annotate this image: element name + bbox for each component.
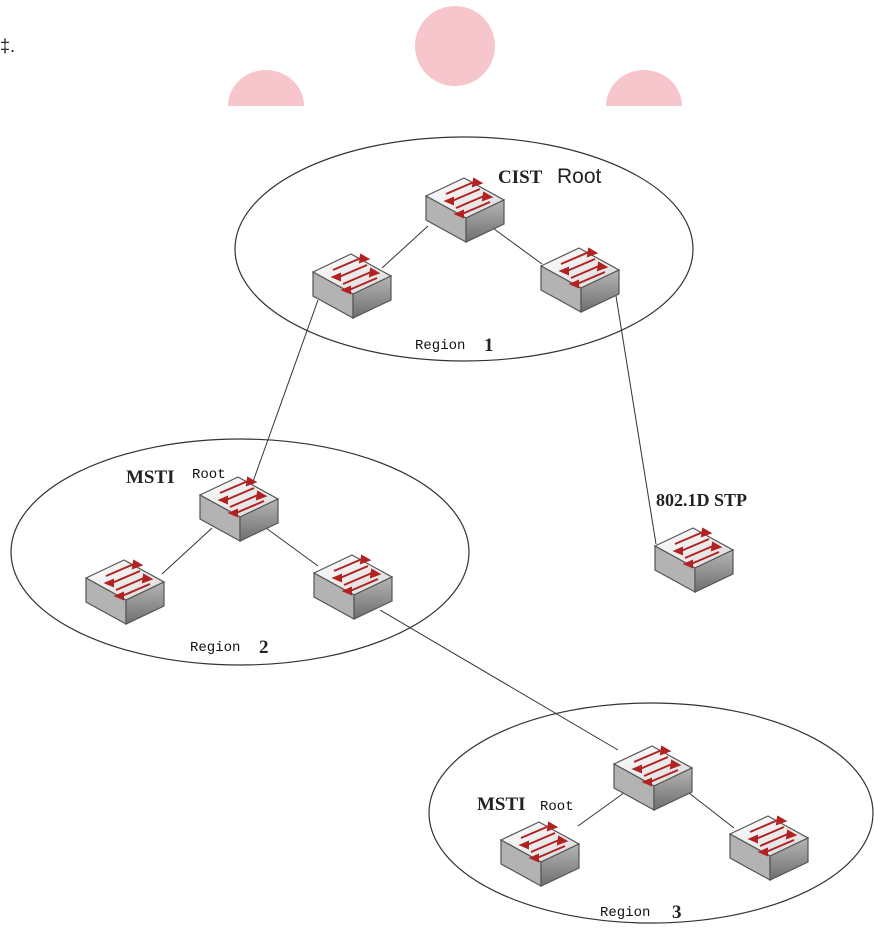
region-2-number: 2 [259,637,269,658]
region-1-boundary [234,136,694,362]
msti-root-label-region-2: Root [192,467,226,483]
link-r1-r2 [249,299,319,491]
network-switch-icon[interactable] [500,821,580,887]
cist-root-label: Root [557,165,602,188]
stp-label: 802.1D STP [656,490,747,510]
cist-label: CIST [498,167,543,188]
msti-label-region-3: MSTI [477,794,526,815]
network-switch-icon[interactable] [313,554,393,620]
link-r2-root-right [265,527,319,567]
link-r1-root-right [489,225,543,265]
watermark-half-right [606,70,682,106]
network-switch-icon[interactable] [729,815,809,881]
watermark-circle [415,6,495,86]
region-3-boundary [428,702,874,924]
link-r2-r3 [379,609,619,751]
region-2-label: Region [190,640,240,656]
network-switch-icon[interactable] [312,253,392,319]
network-switch-icon[interactable] [613,745,693,811]
network-switch-icon[interactable] [425,177,505,243]
link-r3-root-left [577,789,629,827]
network-switch-icon[interactable] [85,559,165,625]
region-3-label: Region [600,905,650,921]
network-switch-icon[interactable] [654,527,734,593]
network-switch-icon[interactable] [199,476,279,542]
region-1-number: 1 [484,335,494,356]
link-r1-stp [615,295,657,545]
watermark-half-left [228,70,304,106]
region-1-label: Region [415,338,465,354]
region-2-boundary [10,438,470,666]
msti-root-label-region-3: Root [540,799,574,815]
region-3-number: 3 [672,902,682,923]
msti-label-region-2: MSTI [126,467,175,488]
link-r1-root-left [381,225,429,269]
link-r2-root-left [161,527,213,575]
corner-mark: ‡. [0,36,15,56]
network-switch-icon[interactable] [540,247,620,313]
links [161,225,735,829]
